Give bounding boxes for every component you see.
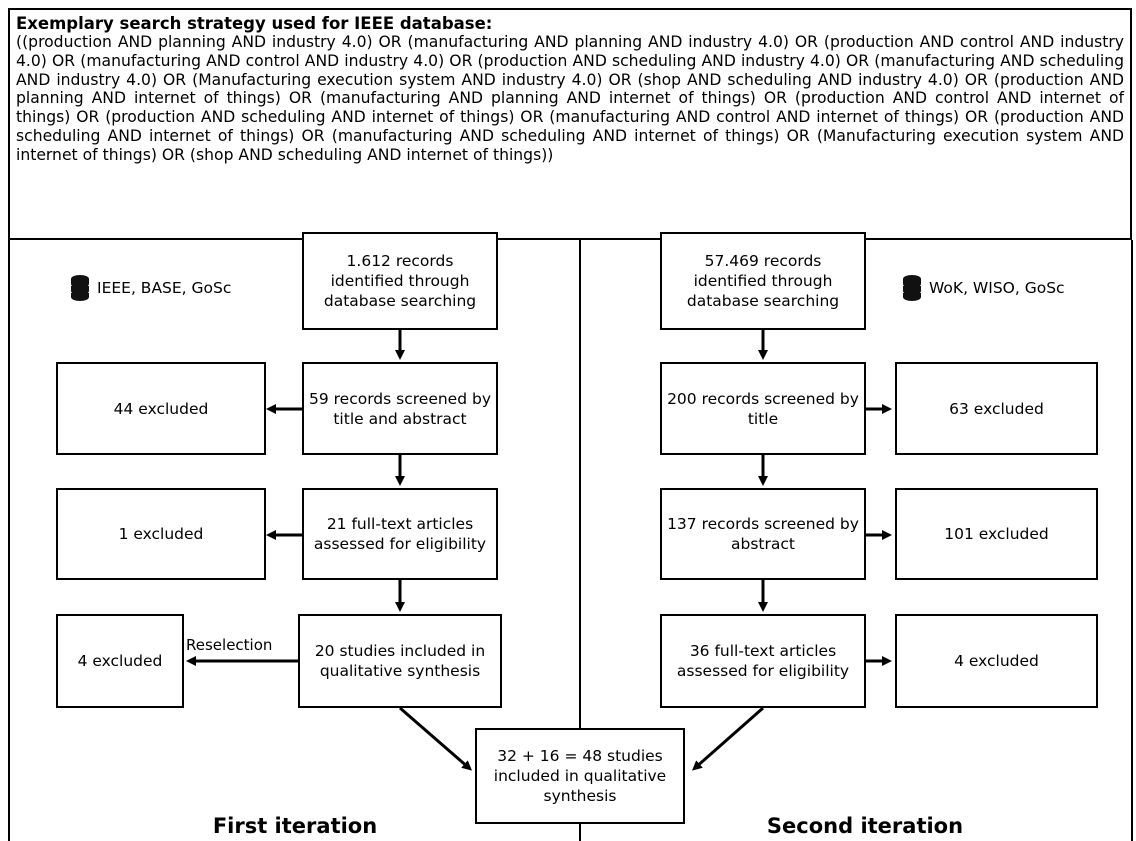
right-fulltext-text: 36 full-text articles assessed for eligi… — [676, 642, 850, 680]
right-excluded-abstract-box: 101 excluded — [895, 488, 1098, 580]
left-identified-text: 1.612 records identified through databas… — [323, 252, 477, 310]
right-screened-abstract-box: 137 records screened by abstract — [660, 488, 866, 580]
strategy-title: Exemplary search strategy used for IEEE … — [16, 14, 493, 33]
arrow-right-to-combined — [692, 706, 764, 771]
right-identified-text: 57.469 records identified through databa… — [686, 252, 840, 310]
right-screened-abstract-text: 137 records screened by abstract — [667, 515, 859, 553]
database-icon — [903, 275, 921, 301]
search-strategy-panel: Exemplary search strategy used for IEEE … — [8, 8, 1132, 240]
left-excluded-fulltext-box: 1 excluded — [56, 488, 266, 580]
right-screened-title-box: 200 records screened by title — [660, 362, 866, 455]
right-identified-box: 57.469 records identified through databa… — [660, 232, 866, 330]
right-excluded-title-box: 63 excluded — [895, 362, 1098, 455]
combined-included-box: 32 + 16 = 48 studies included in qualita… — [475, 728, 685, 824]
left-reselection-excluded-box: 4 excluded — [56, 614, 184, 708]
left-fulltext-text: 21 full-text articles assessed for eligi… — [313, 515, 487, 553]
left-reselection-excluded-text: 4 excluded — [77, 652, 163, 670]
left-excluded-screen-box: 44 excluded — [56, 362, 266, 455]
left-screened-box: 59 records screened by title and abstrac… — [302, 362, 498, 455]
right-database-label: WoK, WISO, GoSc — [902, 274, 1065, 302]
right-excluded-fulltext-text: 4 excluded — [954, 652, 1039, 670]
left-fulltext-box: 21 full-text articles assessed for eligi… — [302, 488, 498, 580]
strategy-query: ((production AND planning AND industry 4… — [16, 33, 1124, 164]
right-excluded-abstract-text: 101 excluded — [944, 525, 1049, 543]
right-fulltext-box: 36 full-text articles assessed for eligi… — [660, 614, 866, 708]
left-included-box: 20 studies included in qualitative synth… — [298, 614, 502, 708]
right-database-text: WoK, WISO, GoSc — [929, 279, 1065, 297]
combined-included-text: 32 + 16 = 48 studies included in qualita… — [493, 747, 667, 805]
reselection-label: Reselection — [186, 636, 273, 654]
first-iteration-title: First iteration — [212, 814, 378, 838]
left-identified-box: 1.612 records identified through databas… — [302, 232, 498, 330]
left-screened-text: 59 records screened by title and abstrac… — [308, 389, 491, 428]
arrow-left-to-combined — [399, 706, 473, 771]
right-excluded-fulltext-box: 4 excluded — [895, 614, 1098, 708]
database-icon — [71, 275, 89, 301]
right-screened-title-text: 200 records screened by title — [667, 389, 859, 428]
left-excluded-fulltext-text: 1 excluded — [118, 525, 204, 543]
left-excluded-screen-text: 44 excluded — [113, 399, 209, 418]
second-iteration-title: Second iteration — [766, 814, 964, 838]
left-database-label: IEEE, BASE, GoSc — [70, 274, 231, 302]
left-included-text: 20 studies included in qualitative synth… — [314, 642, 486, 680]
left-database-text: IEEE, BASE, GoSc — [97, 279, 232, 297]
right-excluded-title-text: 63 excluded — [949, 399, 1044, 418]
